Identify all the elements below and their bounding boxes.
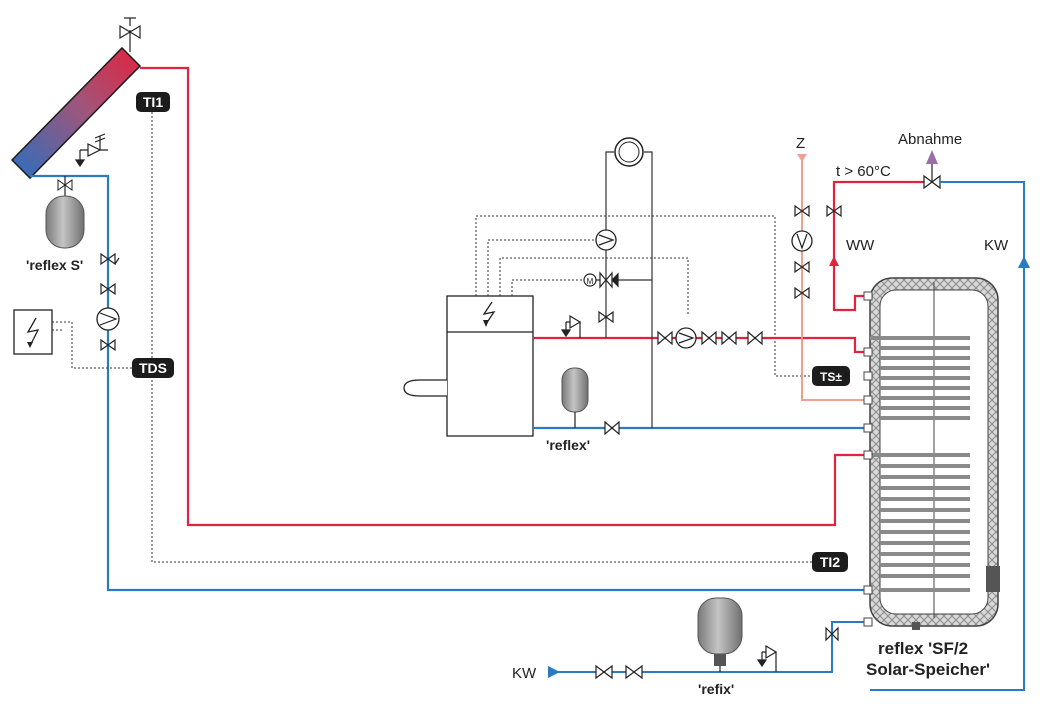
kw-right-label: KW bbox=[984, 237, 1009, 254]
lower-heat-exchanger-coil bbox=[870, 453, 970, 592]
upper-heat-exchanger-coil bbox=[870, 336, 970, 420]
solar-return-pipe bbox=[30, 174, 870, 592]
solar-collector bbox=[10, 46, 142, 180]
sensor-ti1: TI1 bbox=[136, 92, 170, 112]
sensor-tds-label: TDS bbox=[139, 360, 167, 376]
sensor-ts: TS± bbox=[812, 366, 850, 386]
heating-pump-icon bbox=[595, 229, 617, 251]
solar-flow-pipe bbox=[140, 66, 870, 527]
z-label: Z bbox=[796, 135, 805, 152]
cold-water-pipe bbox=[555, 181, 1025, 691]
kw-right-arrow-icon bbox=[1018, 256, 1030, 268]
ww-arrow-icon bbox=[829, 256, 839, 266]
tank-label-line1: reflex 'SF/2 bbox=[878, 639, 968, 658]
hot-water-valve-icon bbox=[826, 204, 842, 218]
expansion-vessel-reflex-s bbox=[45, 176, 85, 249]
cold-water-valves bbox=[595, 626, 839, 680]
sensor-ti1-label: TI1 bbox=[143, 94, 163, 110]
safety-valve-icon bbox=[74, 133, 108, 168]
temperature-label: t > 60°C bbox=[836, 163, 891, 180]
thermostatic-mixing-valve-icon bbox=[923, 162, 941, 190]
boiler bbox=[403, 295, 534, 437]
kw-bottom-arrow-icon bbox=[548, 666, 560, 678]
heating-circuit bbox=[605, 151, 653, 428]
heating-safety-valve-icon bbox=[560, 314, 582, 338]
solar-pump-icon bbox=[96, 307, 120, 331]
sensor-tds: TDS bbox=[132, 358, 174, 378]
circulation-pipe bbox=[801, 158, 870, 401]
cold-safety-valve-icon bbox=[756, 644, 778, 672]
sensor-ti2: TI2 bbox=[812, 552, 848, 572]
svg-text:M: M bbox=[587, 277, 594, 286]
radiator-icon bbox=[614, 137, 644, 167]
z-arrow-icon bbox=[797, 154, 807, 162]
kw-bottom-label: KW bbox=[512, 665, 537, 682]
tank-label-line2: Solar-Speicher' bbox=[866, 660, 990, 679]
sensor-ti2-label: TI2 bbox=[820, 554, 840, 570]
mixing-valve-icon: M bbox=[583, 271, 619, 289]
charging-pump-icon bbox=[675, 327, 697, 349]
expansion-vessel-refix bbox=[697, 597, 743, 672]
solar-station-valves bbox=[100, 252, 120, 352]
sensor-lines bbox=[52, 112, 812, 563]
hot-water-pipe bbox=[832, 180, 924, 312]
reflex-s-label: 'reflex S' bbox=[26, 257, 83, 273]
boiler-control-lines bbox=[475, 215, 812, 377]
refix-label: 'refix' bbox=[698, 681, 734, 697]
solar-controller bbox=[13, 309, 53, 355]
expansion-vessel-reflex bbox=[561, 367, 589, 428]
circulation-pump-icon bbox=[791, 230, 813, 252]
tank-connections bbox=[863, 291, 873, 627]
abnahme-label: Abnahme bbox=[898, 131, 962, 148]
reflex-label: 'reflex' bbox=[546, 437, 590, 453]
heating-valves bbox=[598, 310, 763, 436]
abnahme-arrow-icon bbox=[926, 150, 938, 164]
ww-label: WW bbox=[846, 237, 875, 254]
air-vent-valve-icon bbox=[119, 17, 141, 52]
circulation-valves bbox=[794, 204, 810, 300]
sensor-ts-label: TS± bbox=[820, 370, 842, 384]
